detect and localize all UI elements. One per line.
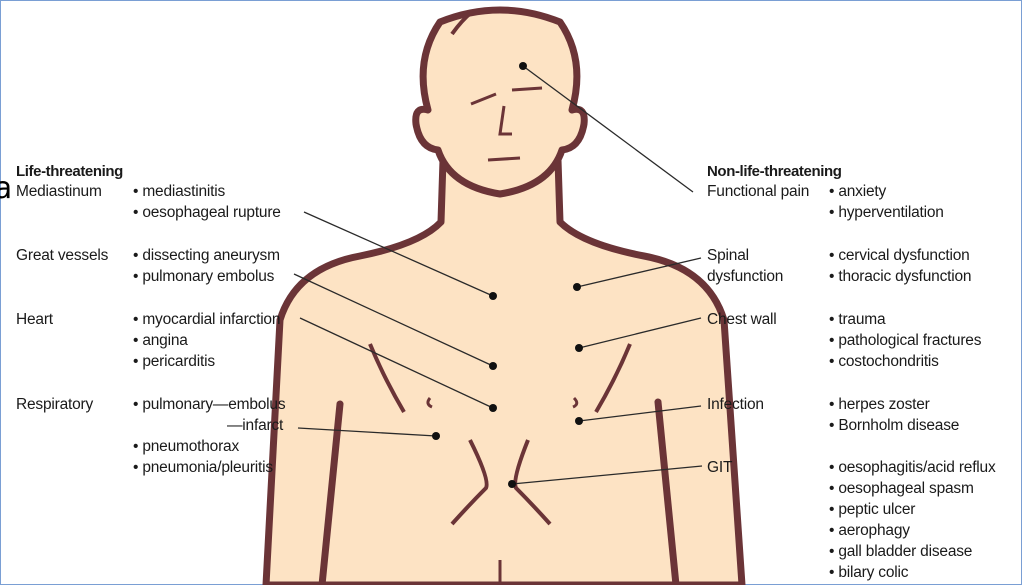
- list-item: • trauma: [829, 309, 885, 330]
- list-item: • peptic ulcer: [829, 499, 915, 520]
- list-item: • pulmonary—embolus: [133, 394, 285, 415]
- list-item: • pneumothorax: [133, 436, 239, 457]
- list-item: • mediastinitis: [133, 181, 225, 202]
- list-item: • pericarditis: [133, 351, 215, 372]
- list-item: • cervical dysfunction: [829, 245, 970, 266]
- category-functional-pain: Functional pain: [707, 181, 809, 202]
- heading-non-life-threatening: Non-life-threatening: [707, 161, 842, 182]
- list-item: • Bornholm disease: [829, 415, 959, 436]
- list-item: • aerophagy: [829, 520, 910, 541]
- mouth: [488, 158, 520, 160]
- category-spinal-dysfunction-line2: dysfunction: [707, 266, 783, 287]
- list-item: • herpes zoster: [829, 394, 930, 415]
- list-item: • hyperventilation: [829, 202, 944, 223]
- list-item: • thoracic dysfunction: [829, 266, 971, 287]
- category-heart: Heart: [16, 309, 53, 330]
- category-great-vessels: Great vessels: [16, 245, 108, 266]
- category-mediastinum: Mediastinum: [16, 181, 102, 202]
- category-respiratory: Respiratory: [16, 394, 93, 415]
- list-item: • anxiety: [829, 181, 886, 202]
- list-item: • oesophageal rupture: [133, 202, 281, 223]
- list-item: • gall bladder disease: [829, 541, 972, 562]
- list-item: • dissecting aneurysm: [133, 245, 280, 266]
- list-item: • oesophagitis/acid reflux: [829, 457, 996, 478]
- edge-glyph: a: [0, 174, 12, 204]
- list-item: • pulmonary embolus: [133, 266, 274, 287]
- heading-life-threatening: Life-threatening: [16, 161, 123, 182]
- list-item: —infarct: [227, 415, 283, 436]
- right-eyebrow: [512, 88, 542, 90]
- list-item: • pneumonia/pleuritis: [133, 457, 273, 478]
- list-item: • bilary colic: [829, 562, 908, 583]
- list-item: • oesophageal spasm: [829, 478, 974, 499]
- category-infection: Infection: [707, 394, 764, 415]
- category-chest-wall: Chest wall: [707, 309, 777, 330]
- category-spinal-dysfunction: Spinal: [707, 245, 749, 266]
- list-item: • myocardial infarction: [133, 309, 280, 330]
- list-item: • angina: [133, 330, 188, 351]
- category-git: GIT: [707, 457, 732, 478]
- list-item: • costochondritis: [829, 351, 939, 372]
- list-item: • pathological fractures: [829, 330, 981, 351]
